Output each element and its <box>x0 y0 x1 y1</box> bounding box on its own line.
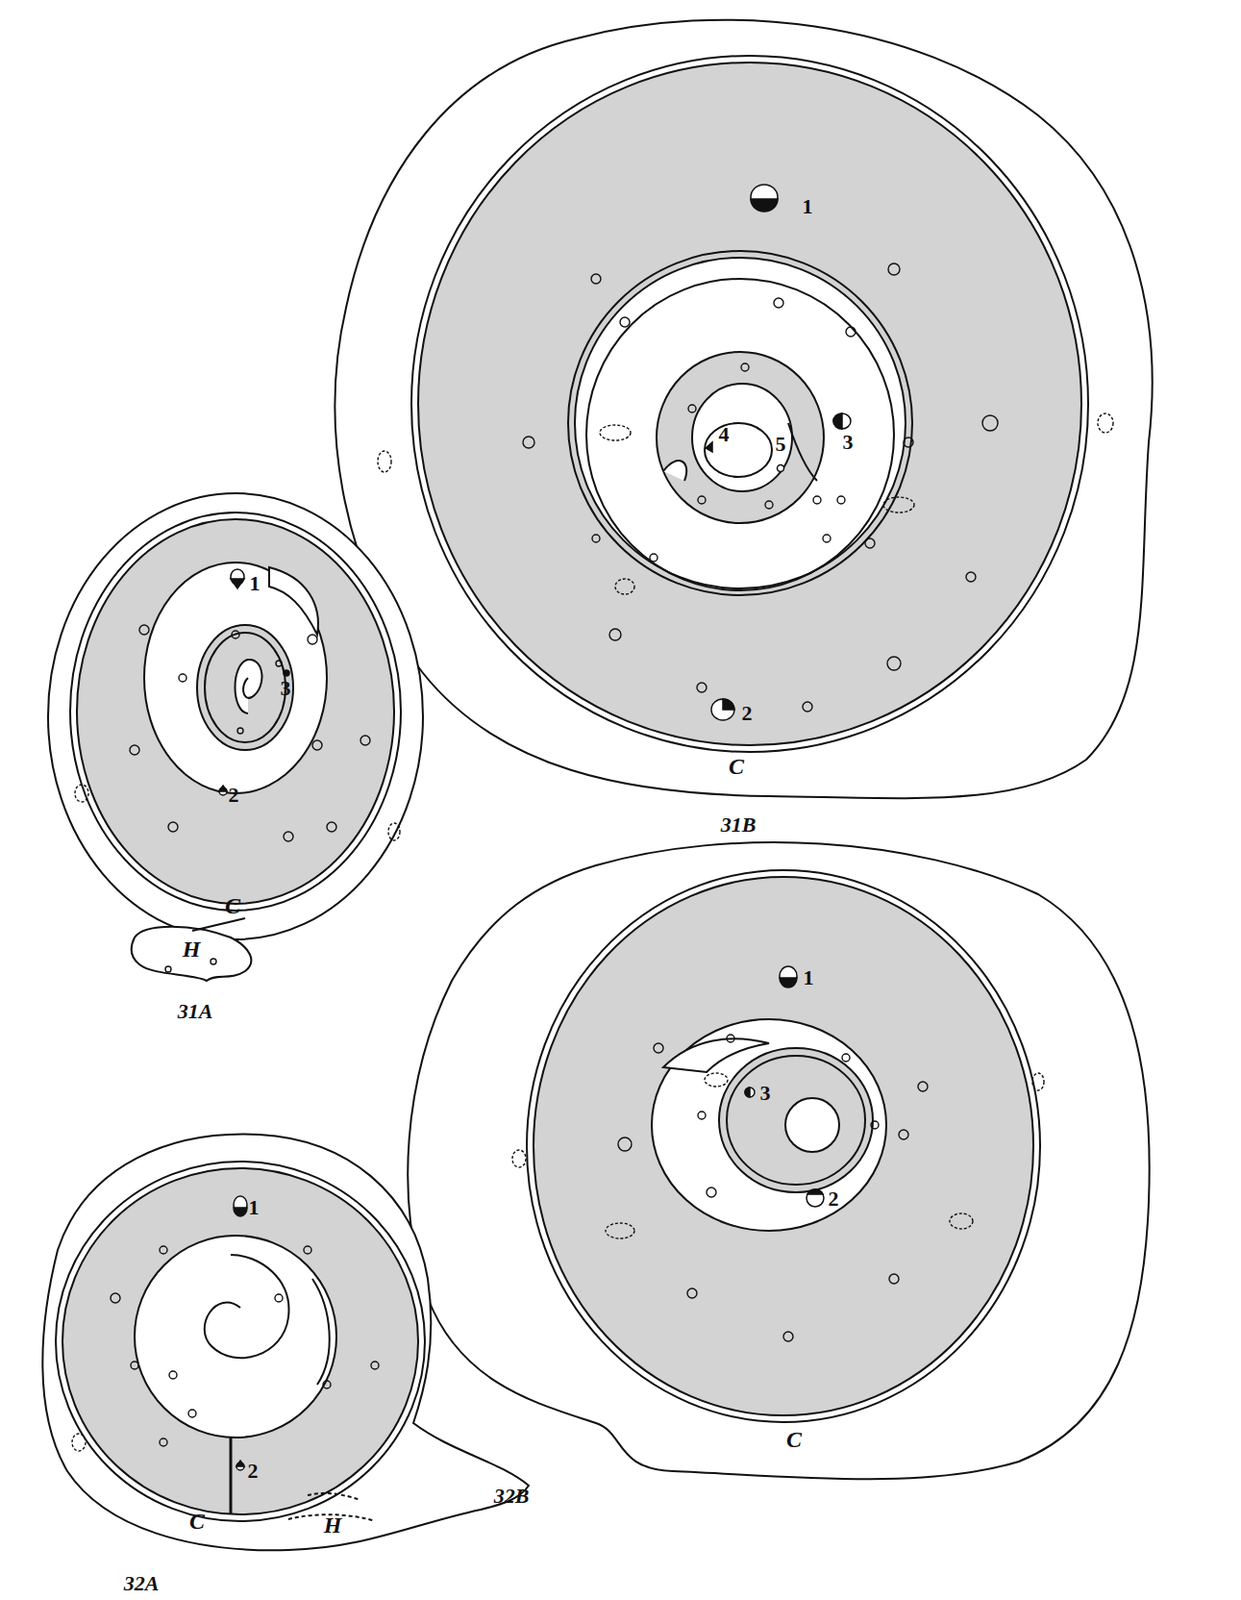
callout-number: 2 <box>828 1188 840 1210</box>
part-letter: H <box>182 937 201 961</box>
part-letter: C <box>728 754 745 778</box>
part-letter: C <box>189 1509 205 1533</box>
callout-number: 2 <box>248 1460 259 1482</box>
callout-number: 3 <box>280 677 292 699</box>
figure-number: 32A <box>124 1572 160 1594</box>
callout-number: 1 <box>802 196 814 218</box>
callout-number: 1 <box>803 967 815 989</box>
figure-number: 32B <box>494 1485 530 1507</box>
callout-number: 2 <box>742 702 753 724</box>
part-letter: H <box>323 1513 343 1537</box>
figure-number: 31A <box>177 1000 214 1022</box>
callout-number: 4 <box>719 423 730 446</box>
callout-number: 5 <box>775 433 787 455</box>
callout-number: 1 <box>248 1196 260 1218</box>
callout-number: 3 <box>843 431 854 453</box>
callout-number: 3 <box>760 1082 771 1104</box>
figure-number: 31B <box>720 814 757 836</box>
callout-number: 2 <box>228 784 240 806</box>
part-letter: C <box>224 893 241 918</box>
callout-number: 1 <box>249 572 261 595</box>
part-letter: C <box>786 1427 802 1451</box>
